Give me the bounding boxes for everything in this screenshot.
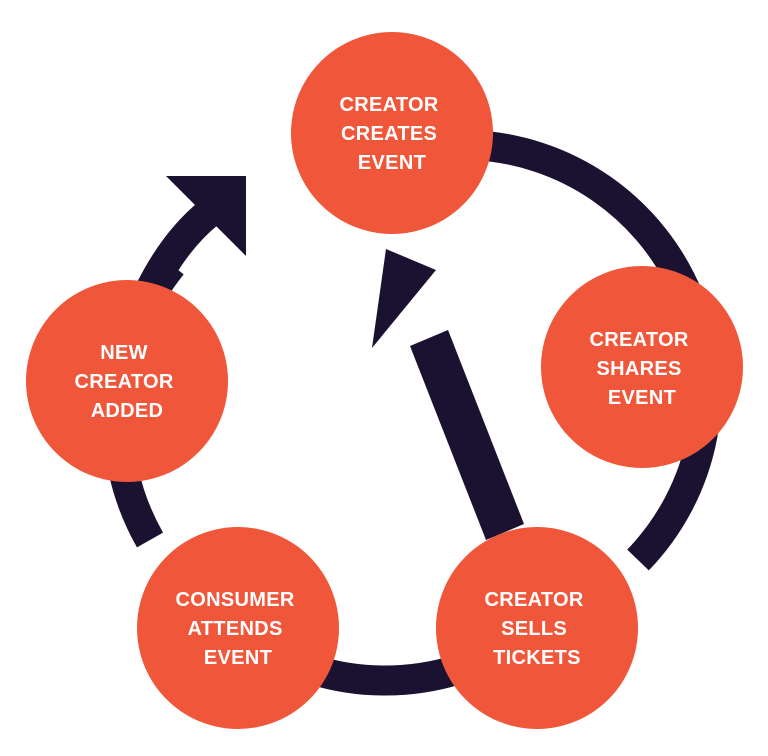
node-label-line: SHARES <box>596 358 681 380</box>
node-label-line: EVENT <box>204 647 272 669</box>
node-consumer-attends-event <box>137 527 339 729</box>
node-label-line: ATTENDS <box>188 618 283 640</box>
node-label-line: CREATOR <box>339 94 438 116</box>
node-label-line: SELLS <box>501 618 567 640</box>
straight-arrow-head <box>372 249 436 348</box>
node-circles <box>26 32 743 729</box>
node-label-new-creator-added: NEW CREATOR ADDED <box>74 342 179 422</box>
node-creator-creates-event <box>291 32 493 234</box>
straight-arrow-shaft <box>410 330 524 540</box>
node-creator-sells-tickets <box>436 527 638 729</box>
node-label-line: CREATES <box>341 123 437 145</box>
node-label-line: CREATOR <box>74 371 173 393</box>
node-label-line: EVENT <box>608 387 676 409</box>
node-label-line: CREATOR <box>484 589 583 611</box>
node-new-creator-added <box>26 280 228 482</box>
straight-return-arrow <box>372 249 524 540</box>
node-label-line: EVENT <box>358 152 426 174</box>
node-label-line: TICKETS <box>493 647 581 669</box>
node-label-creator-creates-event: CREATOR CREATES EVENT <box>339 94 444 174</box>
node-label-consumer-attends-event: CONSUMER ATTENDS EVENT <box>176 589 301 669</box>
node-label-creator-sells-tickets: CREATOR SELLS TICKETS <box>484 589 589 669</box>
node-label-line: NEW <box>100 342 148 364</box>
curved-arrow-shaft <box>136 200 220 297</box>
curved-return-arrow <box>136 176 246 297</box>
node-label-line: CONSUMER <box>176 589 295 611</box>
curved-arrow-head <box>166 176 246 256</box>
node-label-creator-shares-event: CREATOR SHARES EVENT <box>589 329 694 409</box>
node-labels: CREATOR CREATES EVENT CREATOR SHARES EVE… <box>74 94 694 669</box>
node-label-line: CREATOR <box>589 329 688 351</box>
node-label-line: ADDED <box>91 400 164 422</box>
node-creator-shares-event <box>541 266 743 468</box>
